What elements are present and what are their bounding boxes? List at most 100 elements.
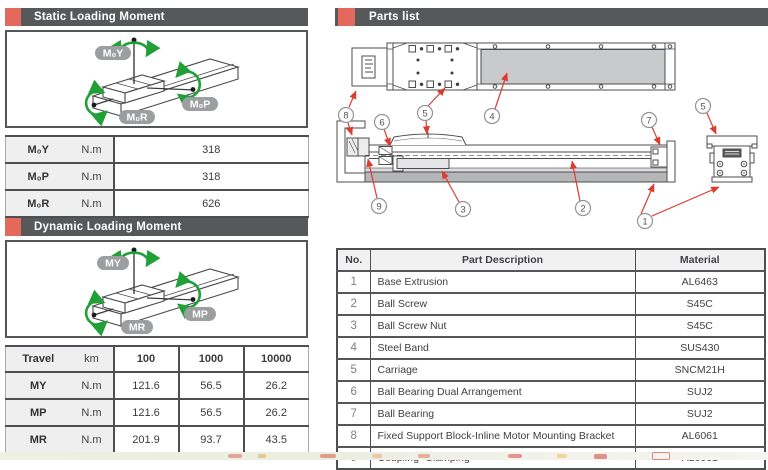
part-description: Ball Screw Nut	[369, 314, 635, 337]
carriage-wireframe	[101, 74, 166, 104]
part-material: SUJ2	[634, 380, 765, 403]
leader-arrow	[441, 170, 460, 203]
row-label: M₀Y	[5, 136, 71, 163]
row-value: 26.2	[243, 398, 309, 426]
callouts: 8 6 5 4 7 5 9 3 2 1	[337, 97, 712, 230]
roll-moment-label: M₀R	[126, 112, 147, 124]
row-unit: N.m	[70, 371, 115, 399]
table-row: M₀R N.m 626	[5, 189, 309, 217]
static-moment-diagram-svg: M₀Y M₀P M₀R	[84, 37, 240, 126]
callout-3: 3	[454, 200, 472, 218]
callout-5-top: 5	[416, 104, 434, 122]
table-row: MR N.m 201.9 93.7 43.5	[5, 425, 309, 453]
row-label: M₀P	[5, 162, 71, 190]
part-description: Ball Bearing	[369, 402, 635, 425]
part-no: 1	[337, 270, 370, 293]
roll-axis	[84, 289, 114, 336]
leader-arrow	[651, 186, 720, 217]
end-view	[706, 135, 758, 183]
footer-mark	[652, 452, 670, 460]
table-row: MY N.m 121.6 56.5 26.2	[5, 371, 309, 399]
callout-2: 2	[574, 199, 592, 217]
row-label: M₀R	[5, 189, 71, 217]
yaw-moment-label: M₀Y	[103, 48, 123, 60]
part-description: Ball Screw	[369, 292, 635, 315]
callout-8: 8	[337, 106, 355, 124]
table-row: M₀P N.m 318	[5, 162, 309, 190]
row-value: 626	[113, 189, 309, 217]
part-description: Carriage	[369, 358, 635, 381]
row-value: 43.5	[243, 425, 309, 453]
row-value: 121.6	[113, 371, 180, 399]
row-value: 26.2	[243, 371, 309, 399]
row-value: 56.5	[178, 398, 245, 426]
part-material: SUJ2	[634, 402, 765, 425]
row-label: MR	[5, 425, 71, 453]
part-material: SNCM21H	[634, 358, 765, 381]
header-label: Travel	[5, 346, 71, 372]
footer-mark	[372, 454, 382, 458]
leader-arrow	[422, 119, 431, 135]
row-value: 201.9	[113, 425, 180, 453]
callout-4: 4	[483, 107, 501, 125]
header-unit: km	[70, 346, 115, 372]
section-marker-icon	[5, 218, 21, 236]
row-value: 56.5	[178, 371, 245, 399]
part-description: Steel Band	[369, 336, 635, 359]
svg-text:6: 6	[379, 117, 384, 128]
static-section-header: Static Loading Moment	[5, 8, 308, 26]
col-header-no: No.	[337, 249, 370, 271]
part-description: Ball Bearing Dual Arrangement	[369, 380, 635, 403]
pitch-rotation-arrow-icon	[175, 271, 202, 320]
leader-arrow	[706, 112, 717, 135]
roll-axis	[84, 79, 114, 126]
parts-drawing: 8 6 5 4 7 5 9 3 2 1	[335, 35, 768, 245]
moment-badges: M₀Y M₀P M₀R	[95, 46, 218, 124]
footer-strip	[0, 452, 768, 460]
end-logo	[722, 148, 742, 158]
steel-band	[480, 49, 666, 85]
part-no: 4	[337, 336, 370, 359]
motor-bracket	[336, 120, 366, 183]
leader-arrow	[569, 160, 581, 202]
parts-section-title: Parts list	[369, 11, 420, 23]
part-no: 3	[337, 314, 370, 337]
col-header-material: Material	[634, 249, 765, 271]
part-no: 7	[337, 402, 370, 425]
static-section-title: Static Loading Moment	[34, 11, 165, 23]
pitch-moment-label: MP	[192, 309, 208, 321]
dynamic-section-title: Dynamic Loading Moment	[34, 221, 182, 233]
moment-badges: MY MP MR	[97, 256, 216, 334]
svg-text:9: 9	[376, 201, 381, 212]
row-unit: N.m	[70, 162, 115, 190]
svg-text:5: 5	[422, 108, 427, 119]
rail-screws	[492, 44, 673, 89]
footer-mark	[418, 454, 430, 458]
row-unit: N.m	[70, 189, 115, 217]
roll-moment-label: MR	[129, 322, 146, 334]
callout-6: 6	[373, 113, 391, 131]
roll-rotation-arrow-icon	[84, 289, 108, 336]
part-material: AL6463	[634, 270, 765, 293]
footer-mark	[320, 454, 336, 458]
svg-text:2: 2	[580, 203, 585, 214]
callout-1: 1	[636, 212, 654, 230]
part-description: Base Extrusion	[369, 270, 635, 293]
motor-logo	[361, 55, 376, 79]
row-label: MY	[5, 371, 71, 399]
svg-text:4: 4	[489, 111, 494, 122]
roll-rotation-arrow-icon	[84, 79, 108, 126]
footer-mark	[557, 454, 567, 458]
row-value: 121.6	[113, 398, 180, 426]
row-label: MP	[5, 398, 71, 426]
leader-arrow	[383, 128, 391, 147]
svg-text:3: 3	[460, 204, 465, 215]
parts-section-header: Parts list	[335, 8, 768, 26]
callout-9: 9	[370, 197, 388, 215]
part-no: 6	[337, 380, 370, 403]
